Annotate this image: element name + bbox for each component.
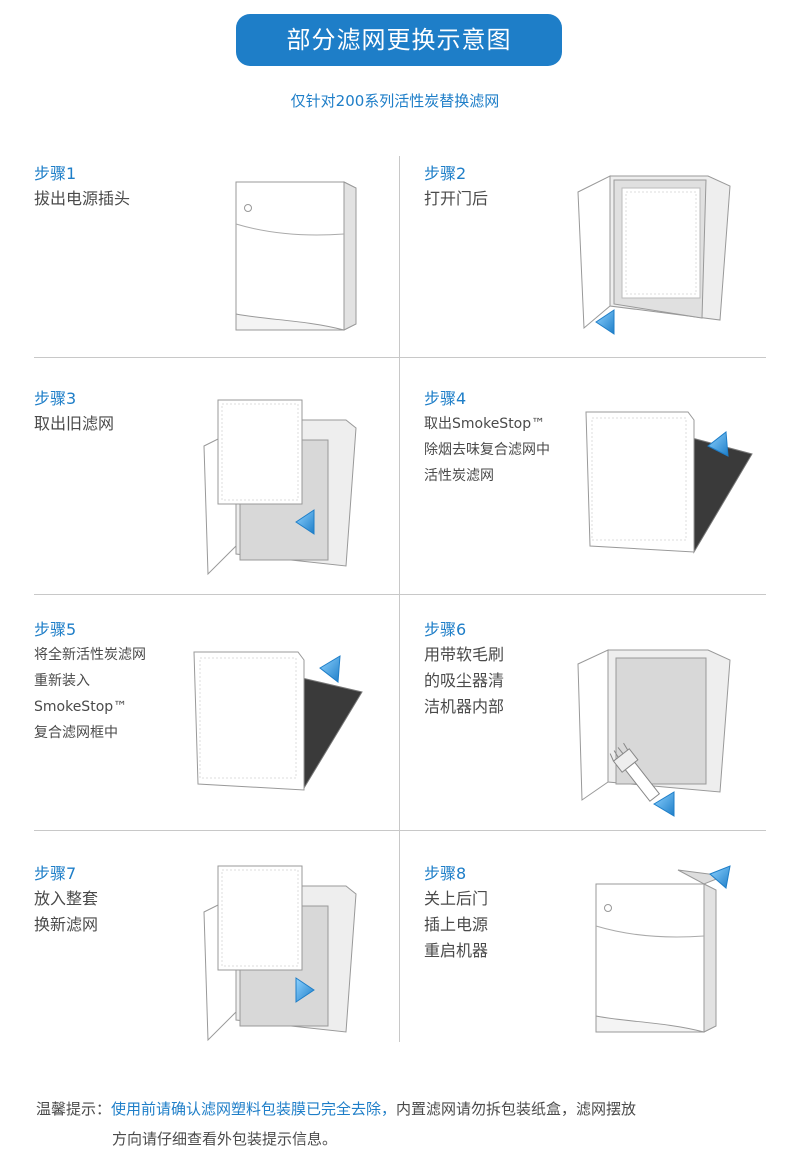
step-line: 用带软毛刷	[424, 645, 505, 664]
step-1: 步骤1 拔出电源插头	[34, 160, 424, 392]
step-line: SmokeStop™	[34, 699, 128, 715]
direction-arrow-icon	[707, 431, 729, 457]
purifier-front-icon	[595, 865, 731, 1033]
step-line: 重新装入	[34, 673, 90, 689]
direction-arrow-icon	[653, 791, 675, 817]
vacuum-brush-icon	[577, 649, 731, 817]
carbon-filter-icon	[193, 651, 363, 791]
step-description: 取出SmokeStop™ 除烟去味复合滤网中 活性炭滤网	[424, 411, 550, 489]
direction-arrow-icon	[595, 309, 615, 335]
step-title: 步骤5	[34, 620, 77, 639]
step-title: 步骤3	[34, 389, 77, 408]
step-line: 插上电源	[424, 915, 489, 934]
step-description: 将全新活性炭滤网 重新装入 SmokeStop™ 复合滤网框中	[34, 642, 146, 746]
footer-rest: 内置滤网请勿拆包装纸盒，滤网摆放	[396, 1100, 637, 1118]
step-description: 关上后门 插上电源 重启机器	[424, 886, 488, 964]
step-line: 活性炭滤网	[424, 468, 494, 484]
step-4: 步骤4 取出SmokeStop™ 除烟去味复合滤网中 活性炭滤网	[424, 385, 790, 617]
page-title: 部分滤网更换示意图	[236, 14, 562, 66]
open-door-icon	[577, 175, 731, 335]
footer-line-1: 温馨提示：使用前请确认滤网塑料包装膜已完全去除，内置滤网请勿拆包装纸盒，滤网摆放	[36, 1094, 756, 1124]
column-divider	[399, 156, 400, 1042]
step-description: 用带软毛刷 的吸尘器清 洁机器内部	[424, 642, 504, 720]
step-line: 取出SmokeStop™	[424, 416, 546, 432]
direction-arrow-icon	[319, 655, 341, 683]
footer-line-2: 方向请仔细查看外包装提示信息。	[112, 1130, 338, 1148]
step-2: 步骤2 打开门后	[424, 160, 790, 392]
step-title: 步骤7	[34, 864, 77, 883]
footer-label: 温馨提示：	[36, 1100, 112, 1118]
carbon-filter-icon	[585, 411, 753, 554]
step-8: 步骤8 关上后门 插上电源 重启机器	[424, 860, 790, 1092]
step-line: 洁机器内部	[424, 697, 505, 716]
step-line: 关上后门	[424, 889, 489, 908]
footer-highlight: 使用前请确认滤网塑料包装膜已完全去除，	[111, 1100, 397, 1118]
direction-arrow-icon	[295, 509, 315, 535]
row-divider	[34, 357, 766, 358]
step-title: 步骤6	[424, 620, 467, 639]
step-title: 步骤2	[424, 164, 467, 183]
step-line: 打开门后	[424, 189, 489, 208]
step-title: 步骤8	[424, 864, 467, 883]
step-line: 拔出电源插头	[34, 189, 131, 208]
step-line: 重启机器	[424, 941, 489, 960]
step-title: 步骤4	[424, 389, 467, 408]
page-subtitle: 仅针对200系列活性炭替换滤网	[290, 92, 500, 110]
filter-panel-icon	[203, 399, 357, 576]
step-line: 的吸尘器清	[424, 671, 505, 690]
direction-arrow-icon	[295, 977, 315, 1003]
step-line: 将全新活性炭滤网	[34, 647, 146, 663]
step-line: 换新滤网	[34, 915, 99, 934]
step-line: 取出旧滤网	[34, 414, 115, 433]
step-description: 拔出电源插头	[34, 186, 130, 212]
step-7: 步骤7 放入整套 换新滤网	[34, 860, 424, 1092]
step-5: 步骤5 将全新活性炭滤网 重新装入 SmokeStop™ 复合滤网框中	[34, 616, 424, 848]
step-description: 取出旧滤网	[34, 411, 114, 437]
step-line: 放入整套	[34, 889, 99, 908]
step-3: 步骤3 取出旧滤网	[34, 385, 424, 617]
direction-arrow-icon	[709, 865, 731, 889]
step-6: 步骤6 用带软毛刷 的吸尘器清 洁机器内部	[424, 616, 790, 848]
row-divider	[34, 594, 766, 595]
step-title: 步骤1	[34, 164, 77, 183]
purifier-front-icon	[235, 181, 357, 331]
row-divider	[34, 830, 766, 831]
step-description: 打开门后	[424, 186, 488, 212]
footer-note: 温馨提示：使用前请确认滤网塑料包装膜已完全去除，内置滤网请勿拆包装纸盒，滤网摆放…	[36, 1094, 756, 1154]
step-line: 除烟去味复合滤网中	[424, 442, 550, 458]
filter-panel-icon	[203, 865, 357, 1042]
step-line: 复合滤网框中	[34, 725, 118, 741]
step-description: 放入整套 换新滤网	[34, 886, 98, 938]
